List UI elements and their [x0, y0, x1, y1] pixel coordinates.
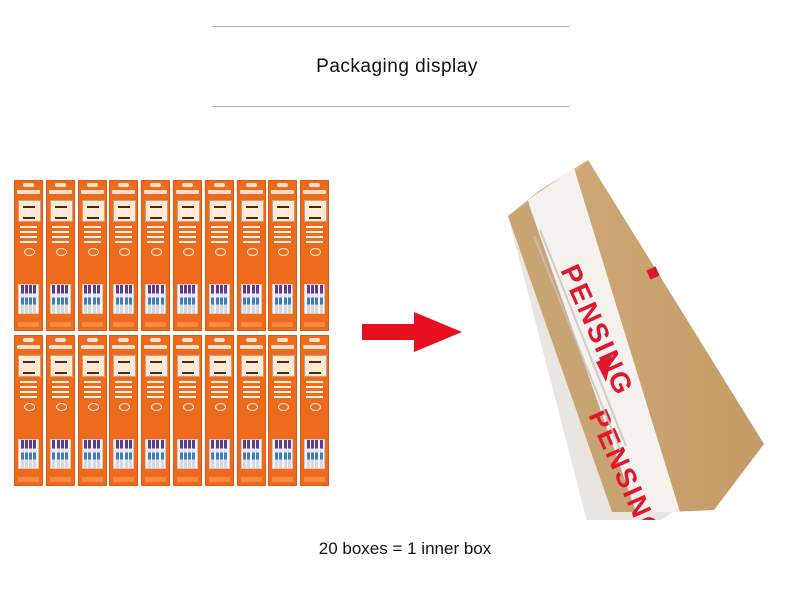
pencil-box — [172, 180, 202, 331]
pencil-box — [236, 335, 266, 486]
pencil-box — [109, 335, 139, 486]
pencil-box — [45, 180, 75, 331]
right-arrow-icon — [362, 312, 462, 352]
pencil-box — [268, 335, 298, 486]
pencil-box — [14, 180, 43, 331]
pencil-box — [300, 335, 330, 486]
pencil-box — [45, 335, 75, 486]
pencil-box — [109, 180, 139, 331]
inner-box-image: PENSING PENSING — [508, 160, 764, 520]
pencil-box — [77, 180, 107, 331]
pencil-box — [14, 335, 43, 486]
pencil-box — [141, 335, 171, 486]
pencil-box — [268, 180, 298, 331]
pencil-box — [141, 180, 171, 331]
pencil-box — [204, 180, 234, 331]
carton-mark-icon — [646, 266, 660, 280]
carton-logo-icon — [596, 356, 612, 382]
caption: 20 boxes = 1 inner box — [318, 539, 492, 558]
pencil-box — [204, 335, 234, 486]
pencil-box — [77, 335, 107, 486]
pencil-box-grid — [14, 180, 334, 486]
pencil-box — [236, 180, 266, 331]
top-divider — [212, 26, 570, 27]
bottom-divider — [212, 106, 570, 107]
pencil-box — [172, 335, 202, 486]
pencil-box — [300, 180, 330, 331]
section-heading: Packaging display — [316, 56, 478, 77]
